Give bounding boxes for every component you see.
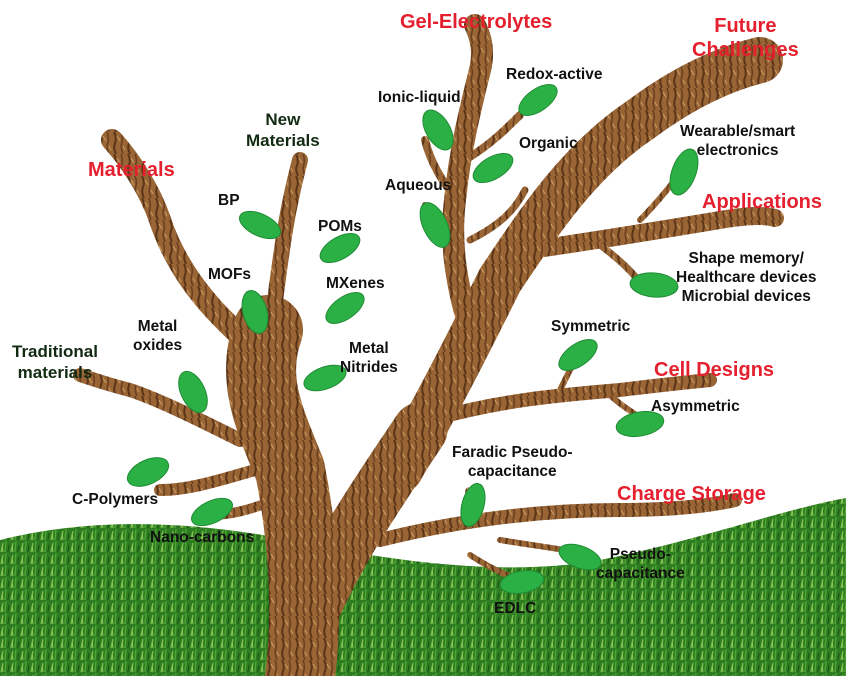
- metal-oxides-line-1: Metal: [133, 318, 182, 337]
- ionic-liquid-label: Ionic-liquid: [378, 89, 461, 108]
- new-materials-line-1: New: [246, 110, 320, 131]
- traditional-materials-label: Traditional materials: [12, 342, 98, 383]
- redox-active-label: Redox-active: [506, 66, 602, 85]
- traditional-materials-line-1: Traditional: [12, 342, 98, 363]
- metal-nitrides-line-1: Metal: [340, 340, 398, 359]
- traditional-materials-line-2: materials: [12, 363, 98, 384]
- devices-line-2: Healthcare devices: [676, 269, 816, 288]
- aqueous-label: Aqueous: [385, 177, 451, 196]
- metal-oxides-label: Metal oxides: [133, 318, 182, 356]
- mofs-label: MOFs: [208, 266, 251, 285]
- pseudocapacitance-label: Pseudo- capacitance: [596, 546, 685, 584]
- applications-category: Applications: [702, 190, 822, 214]
- future-challenges-category: Future Challenges: [692, 14, 799, 63]
- metal-oxides-line-2: oxides: [133, 337, 182, 356]
- organic-label: Organic: [519, 135, 578, 154]
- faradic-line-2: capacitance: [452, 463, 573, 482]
- pseudo-line-2: capacitance: [596, 565, 685, 584]
- new-materials-line-2: Materials: [246, 131, 320, 152]
- leaf: [629, 271, 679, 299]
- wearable-line-2: electronics: [680, 142, 795, 161]
- gel-electrolytes-category: Gel-Electrolytes: [400, 10, 552, 34]
- cell-designs-category: Cell Designs: [654, 358, 774, 382]
- devices-line-1: Shape memory/: [676, 250, 816, 269]
- metal-nitrides-label: Metal Nitrides: [340, 340, 398, 378]
- devices-label: Shape memory/ Healthcare devices Microbi…: [676, 250, 816, 307]
- wearable-electronics-label: Wearable/smart electronics: [680, 123, 795, 161]
- c-polymers-label: C-Polymers: [72, 491, 158, 510]
- leaf: [554, 333, 603, 376]
- future-challenges-line-2: Challenges: [692, 38, 799, 62]
- new-materials-label: New Materials: [246, 110, 320, 151]
- mxenes-label: MXenes: [326, 275, 385, 294]
- leaf: [187, 493, 236, 532]
- faradic-line-1: Faradic Pseudo-: [452, 444, 573, 463]
- asymmetric-label: Asymmetric: [651, 398, 740, 417]
- faradic-pseudocapacitance-label: Faradic Pseudo- capacitance: [452, 444, 573, 482]
- metal-nitrides-line-2: Nitrides: [340, 359, 398, 378]
- future-challenges-line-1: Future: [692, 14, 799, 38]
- materials-category: Materials: [88, 158, 175, 182]
- bp-label: BP: [218, 192, 240, 211]
- pseudo-line-1: Pseudo-: [596, 546, 685, 565]
- nano-carbons-label: Nano-carbons: [150, 529, 254, 548]
- poms-label: POMs: [318, 218, 362, 237]
- edlc-label: EDLC: [494, 600, 536, 619]
- symmetric-label: Symmetric: [551, 318, 630, 337]
- devices-line-3: Microbial devices: [676, 288, 816, 307]
- wearable-line-1: Wearable/smart: [680, 123, 795, 142]
- charge-storage-category: Charge Storage: [617, 482, 766, 506]
